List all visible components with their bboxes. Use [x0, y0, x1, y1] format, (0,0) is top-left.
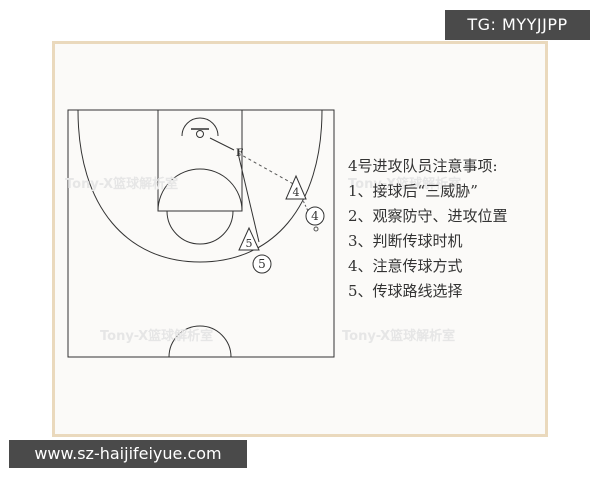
- court-boundary: [67, 109, 335, 358]
- notes-item: 5、传球路线选择: [348, 282, 463, 300]
- defender-5-label: 5: [246, 237, 253, 250]
- pass-line: [209, 137, 235, 151]
- defender-4-triangle: [285, 174, 307, 200]
- free-throw-circle-bottom: [166, 210, 234, 245]
- offense-4-label: 4: [311, 209, 319, 223]
- defender-4-label: 4: [293, 186, 300, 199]
- ball-marker: F: [236, 148, 243, 159]
- cut-endpoint: [313, 226, 319, 232]
- free-throw-circle-top: [157, 168, 243, 212]
- screen-line: [237, 152, 260, 243]
- watermark: Tony-X篮球解析室: [348, 176, 461, 192]
- rim: [196, 130, 204, 138]
- notes-item: 4、注意传球方式: [348, 257, 463, 275]
- offense-5-label: 5: [258, 257, 266, 271]
- offense-4-circle: [305, 206, 325, 226]
- three-point-arc: [77, 109, 323, 263]
- offense-5-circle: [252, 254, 272, 274]
- paint-area: [157, 109, 243, 212]
- watermark: Tony-X篮球解析室: [100, 328, 213, 344]
- top-tag: TG: MYYJJPP: [445, 10, 590, 40]
- center-circle: [168, 325, 232, 358]
- diagram-frame: [52, 41, 548, 437]
- notes-item: 2、观察防守、进攻位置: [348, 207, 508, 225]
- watermark: Tony-X篮球解析室: [342, 328, 455, 344]
- notes-panel: 4号进攻队员注意事项: 1、接球后“三威胁” 2、观察防守、进攻位置 3、判断传…: [348, 153, 548, 304]
- restricted-arc: [181, 117, 219, 137]
- watermark: Tony-X篮球解析室: [65, 176, 178, 192]
- defender-5-triangle: [238, 226, 260, 251]
- notes-title: 4号进攻队员注意事项:: [348, 157, 498, 175]
- notes-item: 1、接球后“三威胁”: [348, 182, 478, 200]
- bottom-tag: www.sz-haijifeiyue.com: [9, 440, 247, 468]
- notes-item: 3、判断传球时机: [348, 232, 463, 250]
- passing-lane-dashed: [237, 152, 298, 187]
